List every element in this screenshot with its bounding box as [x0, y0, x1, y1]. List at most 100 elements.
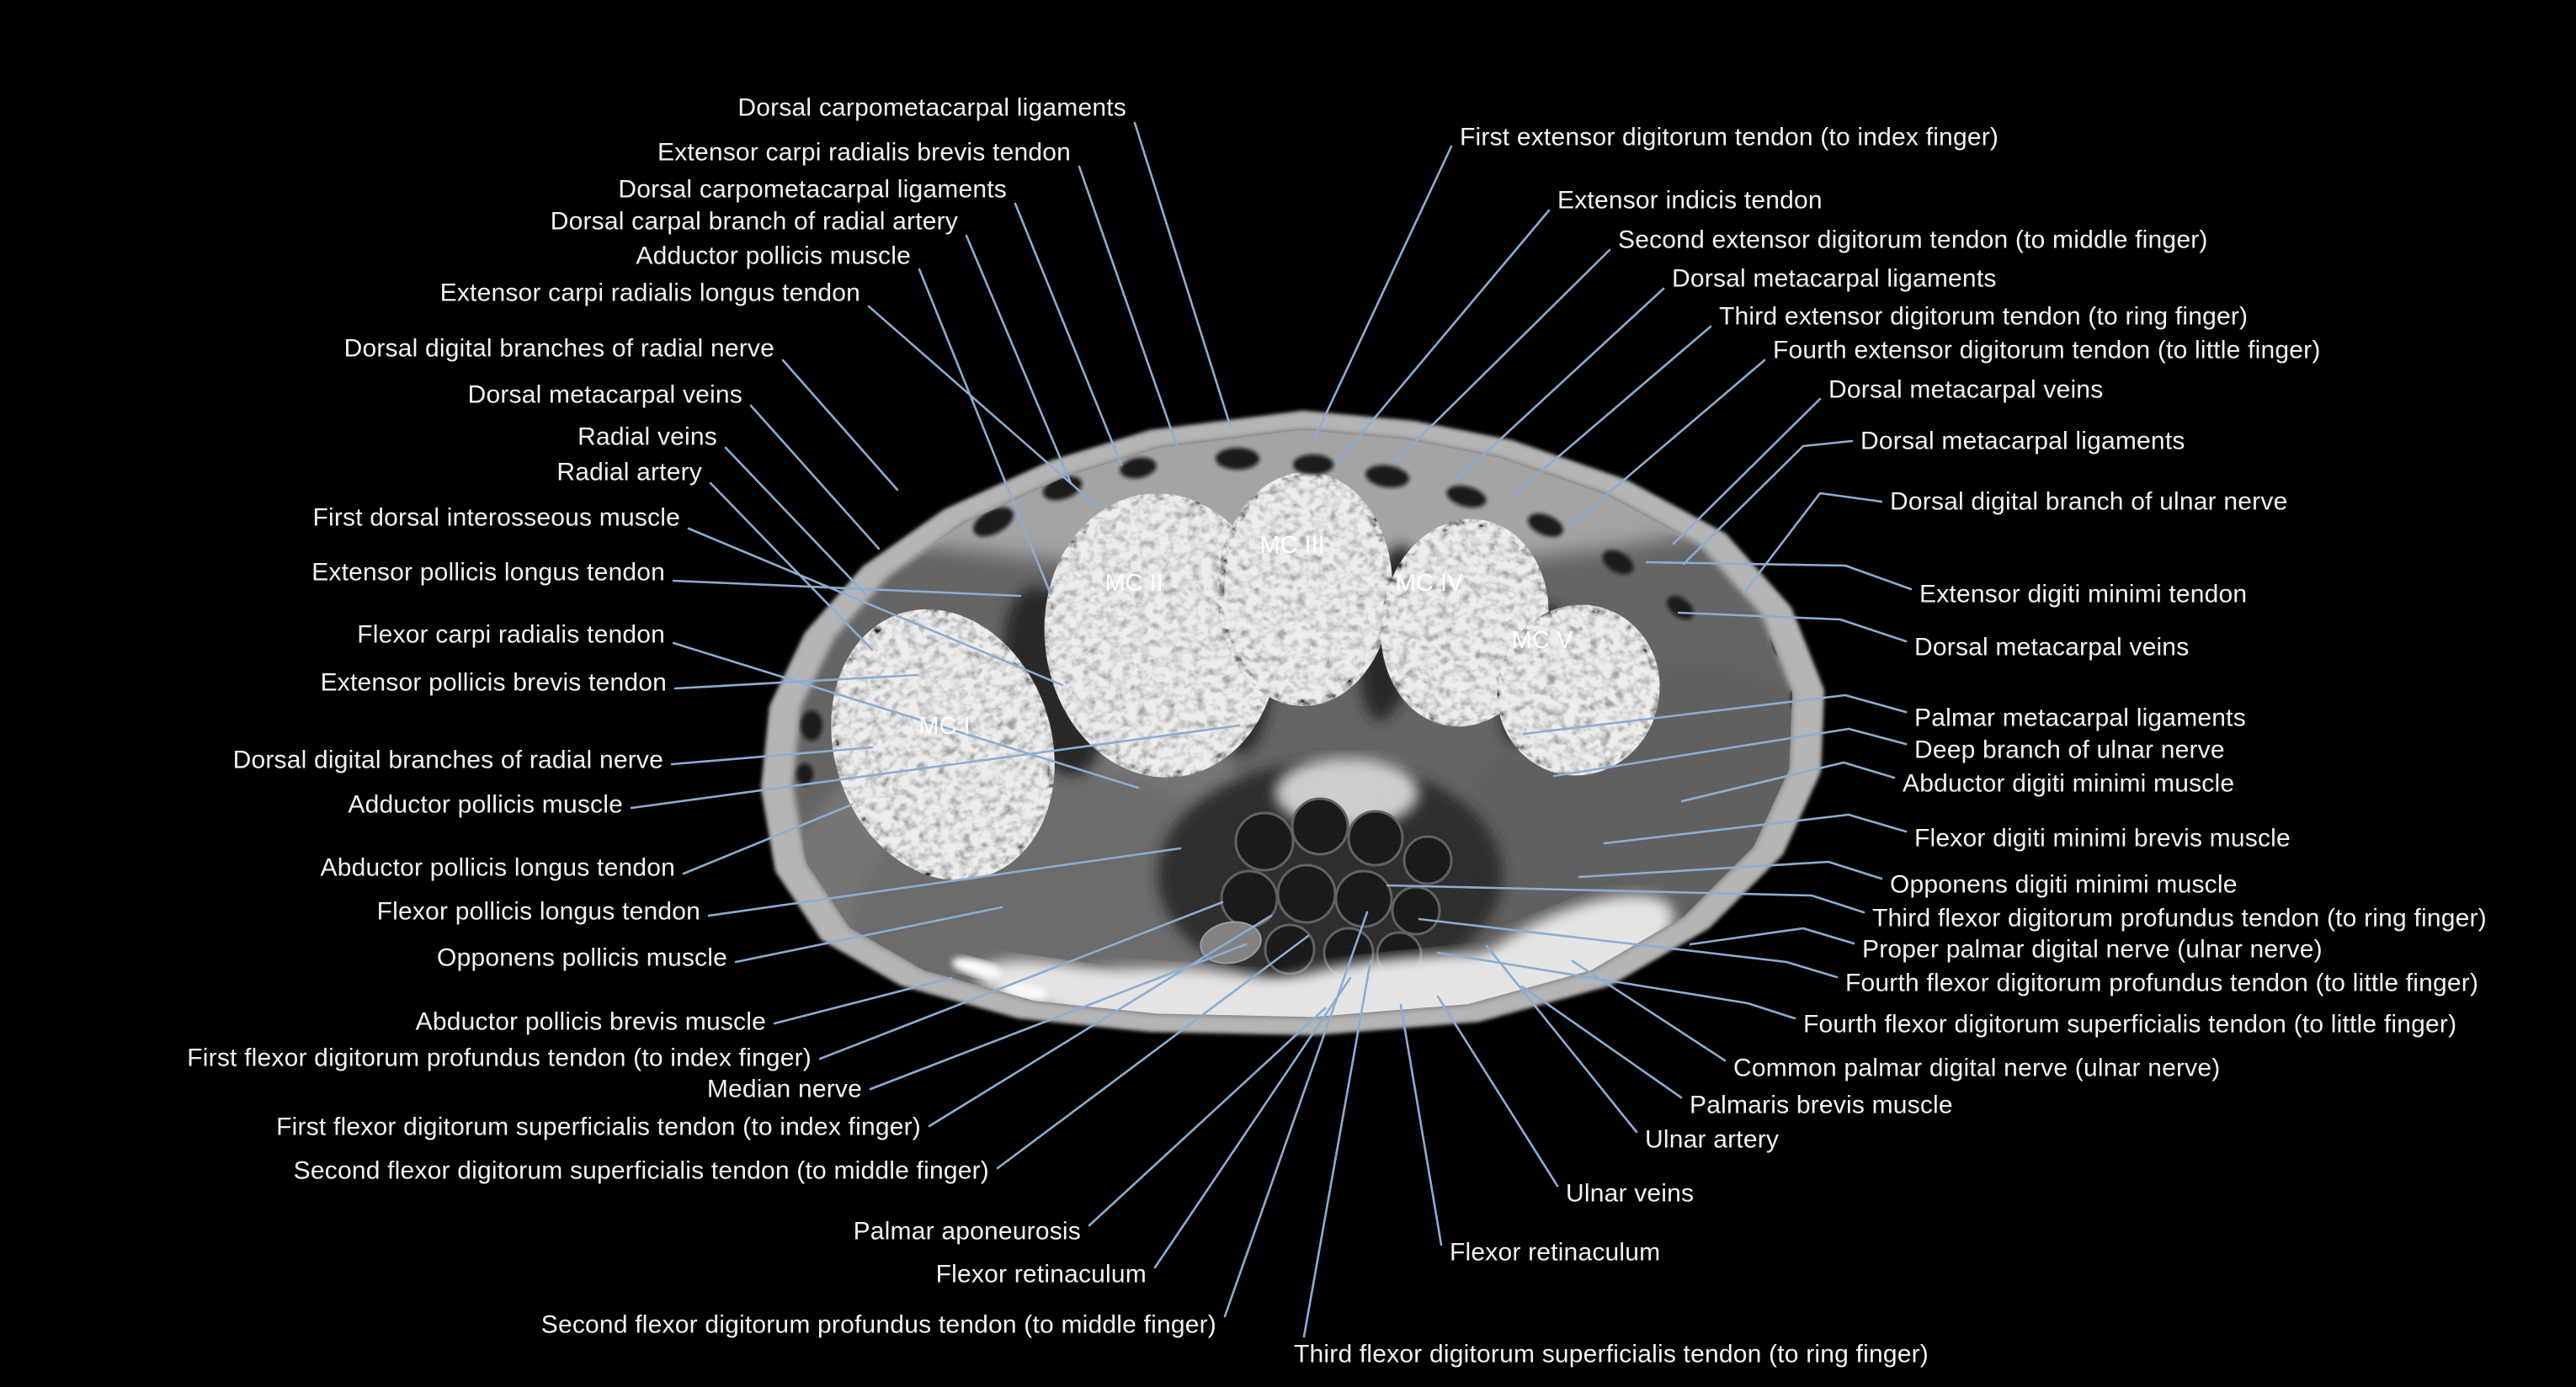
leader-line [1578, 860, 1883, 880]
leader-line [1399, 1003, 1443, 1246]
anatomy-label: Second flexor digitorum profundus tendon… [541, 1311, 1216, 1339]
anatomy-label: Third flexor digitorum superficialis ten… [1294, 1341, 1929, 1368]
metacarpal-label: MC V [1512, 627, 1573, 654]
anatomy-label: Extensor pollicis brevis tendon [321, 669, 667, 697]
leader-line [867, 305, 1101, 510]
leader-line [1672, 397, 1822, 545]
anatomy-label: Dorsal metacarpal ligaments [1672, 265, 1997, 293]
leader-line [1335, 209, 1551, 465]
leader-line [673, 673, 919, 690]
anatomy-label: Common palmar digital nerve (ulnar nerve… [1733, 1055, 2220, 1082]
anatomy-label: Third flexor digitorum profundus tendon … [1872, 905, 2487, 933]
leader-line [1302, 959, 1372, 1338]
leader-line [1436, 995, 1559, 1188]
leader-line [1680, 761, 1896, 803]
leader-line [1569, 359, 1766, 527]
anatomy-label: Abductor pollicis longus tendon [321, 854, 675, 882]
anatomy-label: Dorsal carpometacarpal ligaments [737, 94, 1126, 122]
anatomy-label: First extensor digitorum tendon (to inde… [1460, 124, 1999, 151]
leader-line [1436, 951, 1796, 1020]
leader-line [1394, 248, 1611, 463]
leader-line [1645, 561, 1913, 591]
anatomy-label: Flexor retinaculum [936, 1261, 1147, 1289]
anatomy-label: Dorsal carpal branch of radial artery [551, 208, 958, 236]
leader-line [630, 724, 1241, 810]
anatomy-label: Extensor carpi radialis longus tendon [440, 279, 860, 307]
leader-line [1520, 985, 1683, 1099]
leader-line [869, 943, 1248, 1091]
leader-line [1677, 611, 1908, 643]
anatomy-label: First dorsal interosseous muscle [312, 504, 680, 532]
leader-line [672, 579, 1022, 598]
anatomy-label: Dorsal metacarpal veins [468, 381, 742, 409]
anatomy-label: Dorsal digital branches of radial nerve [344, 335, 774, 363]
metacarpal-label: MC III [1259, 532, 1324, 559]
anatomy-label: Extensor carpi radialis brevis tendon [657, 139, 1071, 167]
anatomy-label: Abductor digiti minimi muscle [1903, 770, 2234, 798]
leader-line [1682, 439, 1854, 566]
anatomy-label: Opponens pollicis muscle [437, 944, 727, 972]
leader-line [1512, 325, 1712, 497]
anatomy-label: Dorsal metacarpal veins [1914, 634, 2189, 662]
leader-line [928, 914, 1273, 1128]
metacarpal-labels-layer: MC I MC II MC III MC IV MC V [918, 532, 1573, 740]
anatomy-label: Dorsal digital branches of radial nerve [233, 747, 663, 774]
anatomy-label: Dorsal carpometacarpal ligaments [618, 176, 1007, 204]
anatomy-label: Median nerve [707, 1076, 862, 1103]
anatomy-label: Fourth flexor digitorum superficialis te… [1803, 1011, 2456, 1039]
leader-line [687, 527, 1064, 687]
anatomy-label: Radial artery [556, 459, 702, 486]
leader-line [781, 359, 899, 492]
anatomy-label: Dorsal metacarpal veins [1828, 376, 2103, 404]
anatomy-label: Second extensor digitorum tendon (to mid… [1618, 226, 2208, 254]
anatomy-label: Adductor pollicis muscle [636, 242, 911, 270]
leader-line [1078, 165, 1179, 448]
leader-line [709, 481, 874, 651]
leader-line [1386, 884, 1865, 914]
anatomy-label: Proper palmar digital nerve (ulnar nerve… [1862, 936, 2323, 964]
anatomy-label: Flexor digiti minimi brevis muscle [1914, 825, 2291, 853]
metacarpal-label: MC IV [1396, 570, 1464, 597]
anatomy-label: Abductor pollicis brevis muscle [416, 1008, 766, 1036]
anatomy-label: Palmar metacarpal ligaments [1914, 704, 2246, 732]
leader-line [1522, 694, 1908, 736]
anatomy-label: Opponens digiti minimi muscle [1890, 871, 2238, 899]
leader-line [1689, 927, 1855, 946]
anatomy-label: Palmaris brevis muscle [1690, 1092, 1953, 1119]
anatomy-label: Radial veins [577, 423, 717, 451]
anatomy-labels-layer: Dorsal carpometacarpal ligamentsExtensor… [187, 94, 2487, 1368]
anatomy-label: Dorsal digital branch of ulnar nerve [1890, 488, 2287, 516]
leader-line [1455, 287, 1665, 481]
anatomy-label: Adductor pollicis muscle [348, 791, 623, 819]
anatomy-label: Extensor digiti minimi tendon [1919, 581, 2247, 608]
anatomy-label: First flexor digitorum superficialis ten… [276, 1113, 921, 1141]
leader-line [1743, 492, 1883, 594]
leader-line [707, 847, 1182, 917]
leader-line [1603, 813, 1908, 845]
leader-line [918, 268, 1052, 596]
leader-line [682, 803, 854, 875]
leader-line [773, 976, 953, 1025]
leader-line [1133, 121, 1232, 429]
mri-grain [761, 411, 1824, 1035]
anatomy-label: Flexor carpi radialis tendon [357, 621, 665, 649]
leader-line [1552, 727, 1908, 778]
leader-line [672, 641, 1140, 789]
anatomy-label: Palmar aponeurosis [854, 1218, 1081, 1246]
anatomy-label: Flexor retinaculum [1450, 1239, 1660, 1267]
leader-lines-layer [630, 121, 1913, 1338]
metacarpal-label: MC I [918, 713, 970, 740]
anatomy-label: Ulnar artery [1645, 1126, 1779, 1154]
anatomy-label: Extensor indicis tendon [1557, 187, 1823, 215]
anatomy-label: Dorsal metacarpal ligaments [1860, 428, 2185, 455]
metacarpal-label: MC II [1104, 570, 1163, 597]
leader-line [670, 746, 874, 766]
leader-line [724, 446, 869, 598]
anatomy-label: Deep branch of ulnar nerve [1914, 736, 2225, 764]
leader-line [1223, 911, 1369, 1318]
leader-line [1088, 1007, 1327, 1227]
anatomy-label: First flexor digitorum profundus tendon … [187, 1044, 812, 1072]
leader-line [1312, 145, 1453, 443]
anatomy-label: Third extensor digitorum tendon (to ring… [1719, 303, 2248, 331]
